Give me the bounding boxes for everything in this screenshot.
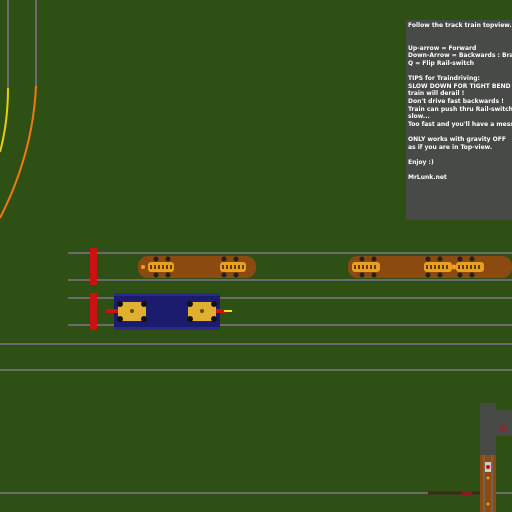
help-line: Too fast and you'll have a mess bbox=[408, 120, 512, 128]
help-line: Follow the track train topview. bbox=[408, 22, 512, 29]
track-end-signal-upper bbox=[90, 248, 97, 285]
rail-switch[interactable] bbox=[480, 403, 512, 512]
help-line: slow... bbox=[408, 113, 430, 121]
locomotive[interactable] bbox=[106, 293, 232, 330]
help-line: train will derail ! bbox=[408, 90, 465, 98]
help-line bbox=[408, 166, 512, 174]
freight-wagon-1[interactable] bbox=[138, 256, 256, 278]
help-line bbox=[408, 30, 512, 38]
help-panel: Follow the track train topview. Up-arrow… bbox=[406, 20, 512, 220]
switch-lever-handle bbox=[462, 491, 472, 495]
help-line bbox=[408, 37, 512, 45]
help-line: MrLunk.net bbox=[408, 173, 447, 181]
help-line: SLOW DOWN FOR TIGHT BEND bbox=[408, 82, 511, 90]
curve-rail-yellow bbox=[0, 87, 9, 153]
help-line: as if you are in Top-view. bbox=[408, 143, 493, 151]
help-line: Q = Flip Rail-switch bbox=[408, 59, 475, 67]
curve-rail-orange bbox=[0, 85, 37, 219]
help-line: ONLY works with gravity OFF bbox=[408, 135, 506, 143]
help-line: Down-Arrow = Backwards : Bra bbox=[408, 52, 512, 60]
help-line: Up-arrow = Forward bbox=[408, 44, 477, 52]
track-end-signal-lower bbox=[90, 293, 97, 330]
freight-wagon-2[interactable] bbox=[348, 256, 512, 278]
help-line: Enjoy :) bbox=[408, 158, 434, 166]
help-line: TIPS for Traindriving: bbox=[408, 75, 480, 83]
help-line bbox=[408, 68, 512, 76]
help-line bbox=[408, 151, 512, 159]
help-line bbox=[408, 128, 512, 136]
curved-track bbox=[0, 0, 37, 219]
help-line: Train can push thru Rail-switch bbox=[408, 105, 512, 113]
help-line: Don't drive fast backwards ! bbox=[408, 97, 504, 105]
